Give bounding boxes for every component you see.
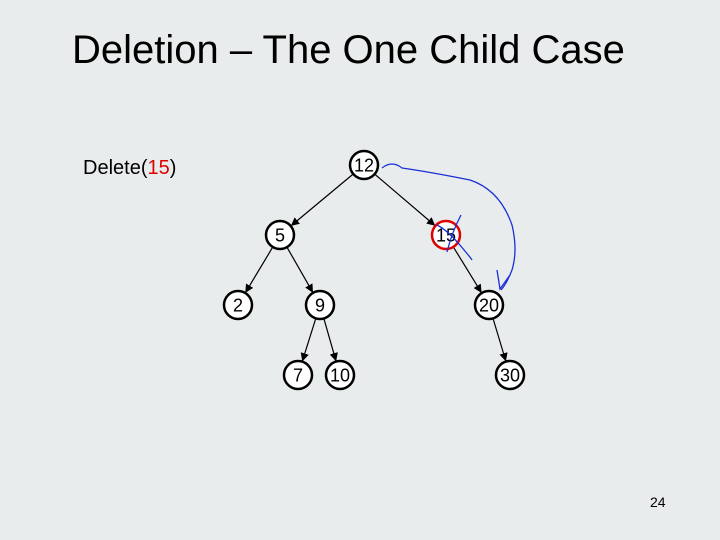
tree-node-12: 12 bbox=[348, 149, 380, 181]
node-circle bbox=[222, 289, 254, 321]
node-circle bbox=[430, 219, 462, 251]
node-label: 12 bbox=[354, 156, 374, 176]
node-label: 30 bbox=[500, 366, 520, 386]
tree-node-7: 7 bbox=[282, 359, 314, 391]
node-label: 15 bbox=[436, 226, 456, 246]
tree-node-2: 2 bbox=[222, 289, 254, 321]
tree-node-15: 15 bbox=[430, 219, 462, 251]
edge-5-9 bbox=[286, 247, 314, 293]
edge-12-5 bbox=[290, 174, 353, 226]
node-circle bbox=[324, 359, 356, 391]
tree-node-10: 10 bbox=[324, 359, 356, 391]
bypass-annotation-curve bbox=[381, 163, 516, 291]
delete-prefix: Delete( bbox=[83, 157, 148, 179]
node-label: 9 bbox=[315, 296, 325, 316]
page-number: 24 bbox=[650, 494, 666, 510]
delete-suffix: ) bbox=[169, 157, 177, 179]
bypass-annotation-arrowhead bbox=[496, 269, 511, 291]
edge-12-15 bbox=[375, 174, 436, 226]
tree-nodes: 12 5 15 2 9 20 7 10 30 bbox=[222, 149, 526, 391]
edge-9-10 bbox=[323, 319, 338, 362]
node-circle bbox=[282, 359, 314, 391]
tree-node-30: 30 bbox=[494, 359, 526, 391]
delete-operation-label: Delete(15) bbox=[83, 157, 176, 180]
node-label: 10 bbox=[330, 366, 350, 386]
node-circle bbox=[348, 149, 380, 181]
deletion-strike-mark bbox=[436, 214, 473, 261]
node-label: 20 bbox=[479, 296, 499, 316]
tree-edges bbox=[245, 174, 508, 362]
delete-argument: 15 bbox=[147, 157, 170, 179]
node-label: 5 bbox=[275, 226, 285, 246]
node-label: 2 bbox=[233, 296, 243, 316]
tree-node-20: 20 bbox=[473, 289, 505, 321]
node-circle bbox=[304, 289, 336, 321]
edge-20-30 bbox=[492, 319, 508, 362]
node-circle bbox=[264, 219, 296, 251]
tree-node-5: 5 bbox=[264, 219, 296, 251]
edge-15-20 bbox=[453, 247, 482, 293]
edge-5-2 bbox=[245, 247, 273, 293]
node-label: 7 bbox=[293, 366, 303, 386]
slide-title: Deletion – The One Child Case bbox=[72, 28, 625, 72]
node-circle bbox=[494, 359, 526, 391]
edge-9-7 bbox=[300, 319, 317, 362]
tree-node-9: 9 bbox=[304, 289, 336, 321]
node-circle bbox=[473, 289, 505, 321]
